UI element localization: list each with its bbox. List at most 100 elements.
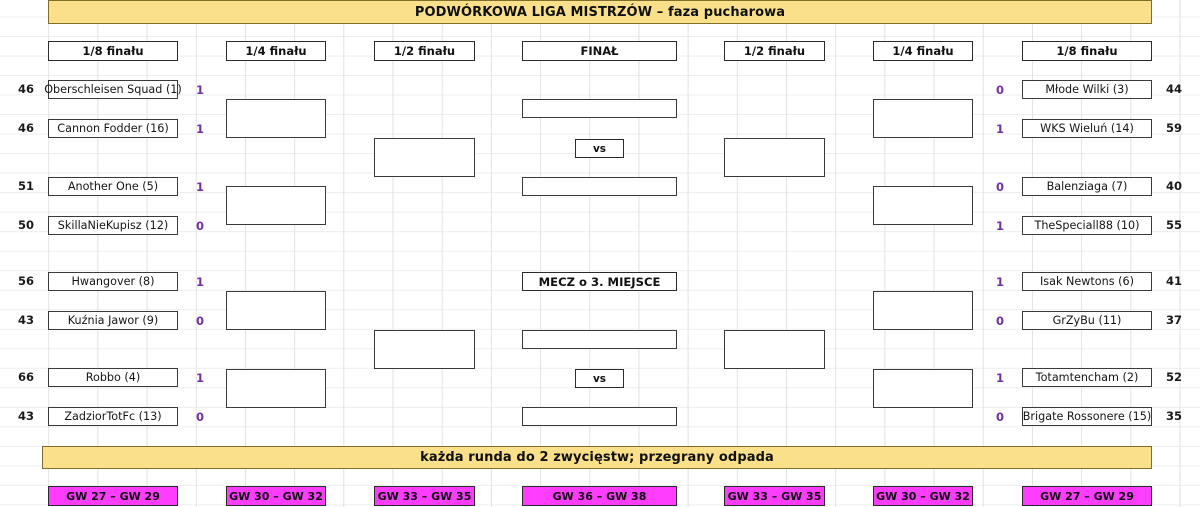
slot-box-qf-right-3[interactable] [873,291,973,330]
round-header-r2-right: 1/4 finału [873,41,973,61]
team-points: 35 [1156,407,1192,425]
slot-box-qf-left-1[interactable] [226,99,326,138]
team-box-left-1[interactable]: Oberschleisen Squad (1) [44,80,182,99]
vs-label: vs [592,372,607,385]
slot-box-qf-right-1[interactable] [873,99,973,138]
team-name: Totamtencham (2) [1035,371,1139,384]
third-place-title-box: MECZ o 3. MIEJSCE [522,272,677,291]
points-value: 43 [17,409,34,423]
points-value: 44 [1165,82,1182,96]
team-name: Brigate Rossonere (15) [1022,410,1152,423]
team-name: Isak Newtons (6) [1040,275,1134,288]
score-value: 1 [195,82,204,97]
team-score: 0 [182,407,218,426]
round-header-label: 1/4 finału [892,44,954,58]
points-value: 46 [17,121,34,135]
team-points: 43 [8,311,44,329]
team-score: 1 [182,177,218,196]
points-value: 50 [17,218,34,232]
gameweek-label: GW 33 – GW 35 [727,489,822,503]
score-value: 1 [195,179,204,194]
round-header-label: 1/2 finału [743,44,806,58]
team-score: 0 [182,216,218,235]
slot-box-sf-left-2[interactable] [374,330,475,369]
points-value: 35 [1165,409,1182,423]
team-name: Hwangover (8) [71,275,155,288]
score-value: 0 [995,313,1004,328]
team-score: 1 [982,368,1018,387]
slot-box-final-top[interactable] [522,99,677,118]
team-name: TheSpeciall88 (10) [1034,219,1140,232]
gameweek-badge-4: GW 36 – GW 38 [522,486,677,506]
gameweek-badge-3: GW 33 – GW 35 [374,486,475,506]
gameweek-label: GW 27 – GW 29 [1040,489,1134,503]
team-points: 46 [8,80,44,98]
points-value: 46 [17,82,34,96]
third-place-vs-box: vs [575,369,624,388]
gameweek-label: GW 36 – GW 38 [552,489,647,503]
team-box-right-3[interactable]: Balenziaga (7) [1022,177,1152,196]
team-points: 51 [8,177,44,195]
rule-text: każda runda do 2 zwycięstw; przegrany od… [420,450,774,465]
team-box-right-4[interactable]: TheSpeciall88 (10) [1022,216,1152,235]
team-box-left-5[interactable]: Hwangover (8) [48,272,178,291]
slot-box-sf-right-2[interactable] [724,330,825,369]
team-box-right-5[interactable]: Isak Newtons (6) [1022,272,1152,291]
slot-box-qf-left-3[interactable] [226,291,326,330]
gameweek-badge-1: GW 27 – GW 29 [48,486,178,506]
team-box-left-3[interactable]: Another One (5) [48,177,178,196]
team-score: 1 [982,119,1018,138]
slot-box-qf-left-4[interactable] [226,369,326,408]
round-header-final: FINAŁ [522,41,677,61]
score-value: 0 [995,82,1004,97]
round-header-label: 1/8 finału [82,44,144,58]
team-box-right-8[interactable]: Brigate Rossonere (15) [1022,407,1152,426]
slot-box-third-top[interactable] [522,330,677,349]
team-points: 37 [1156,311,1192,329]
team-box-right-6[interactable]: GrZyBu (11) [1022,311,1152,330]
slot-box-qf-right-2[interactable] [873,186,973,225]
team-box-right-1[interactable]: Młode Wilki (3) [1022,80,1152,99]
rule-banner: każda runda do 2 zwycięstw; przegrany od… [42,446,1152,469]
team-box-right-2[interactable]: WKS Wieluń (14) [1022,119,1152,138]
slot-box-sf-left-1[interactable] [374,138,475,177]
third-place-title: MECZ o 3. MIEJSCE [538,274,661,289]
team-name: Robbo (4) [85,371,141,384]
title-banner: PODWÓRKOWA LIGA MISTRZÓW – faza pucharow… [48,0,1152,24]
team-box-left-8[interactable]: ZadziorTotFc (13) [48,407,178,426]
team-score: 1 [182,272,218,291]
team-score: 0 [982,407,1018,426]
team-score: 1 [182,80,218,99]
team-box-left-4[interactable]: SkillaNieKupisz (12) [48,216,178,235]
final-vs-box: vs [575,139,624,158]
team-points: 44 [1156,80,1192,98]
vs-label: vs [592,142,607,155]
round-header-r3-left: 1/2 finału [374,41,475,61]
gameweek-label: GW 33 – GW 35 [377,489,472,503]
team-box-left-7[interactable]: Robbo (4) [48,368,178,387]
slot-box-qf-left-2[interactable] [226,186,326,225]
slot-box-sf-right-1[interactable] [724,138,825,177]
score-value: 0 [995,179,1004,194]
round-header-r2-left: 1/4 finału [226,41,326,61]
team-box-left-2[interactable]: Cannon Fodder (16) [48,119,178,138]
slot-box-final-bottom[interactable] [522,177,677,196]
score-value: 1 [995,370,1004,385]
page-title: PODWÓRKOWA LIGA MISTRZÓW – faza pucharow… [414,4,786,20]
gameweek-label: GW 30 – GW 32 [229,489,323,503]
gameweek-badge-6: GW 30 – GW 32 [873,486,973,506]
team-name: Młode Wilki (3) [1045,83,1129,96]
score-value: 1 [995,274,1004,289]
team-box-left-6[interactable]: Kuźnia Jawor (9) [48,311,178,330]
slot-box-qf-right-4[interactable] [873,369,973,408]
slot-box-third-bottom[interactable] [522,407,677,426]
team-name: Another One (5) [67,180,159,193]
team-points: 55 [1156,216,1192,234]
round-header-r1-left: 1/8 finału [48,41,178,61]
team-points: 66 [8,368,44,386]
team-box-right-7[interactable]: Totamtencham (2) [1022,368,1152,387]
team-score: 1 [182,368,218,387]
points-value: 51 [17,179,34,193]
round-header-r3-right: 1/2 finału [724,41,825,61]
